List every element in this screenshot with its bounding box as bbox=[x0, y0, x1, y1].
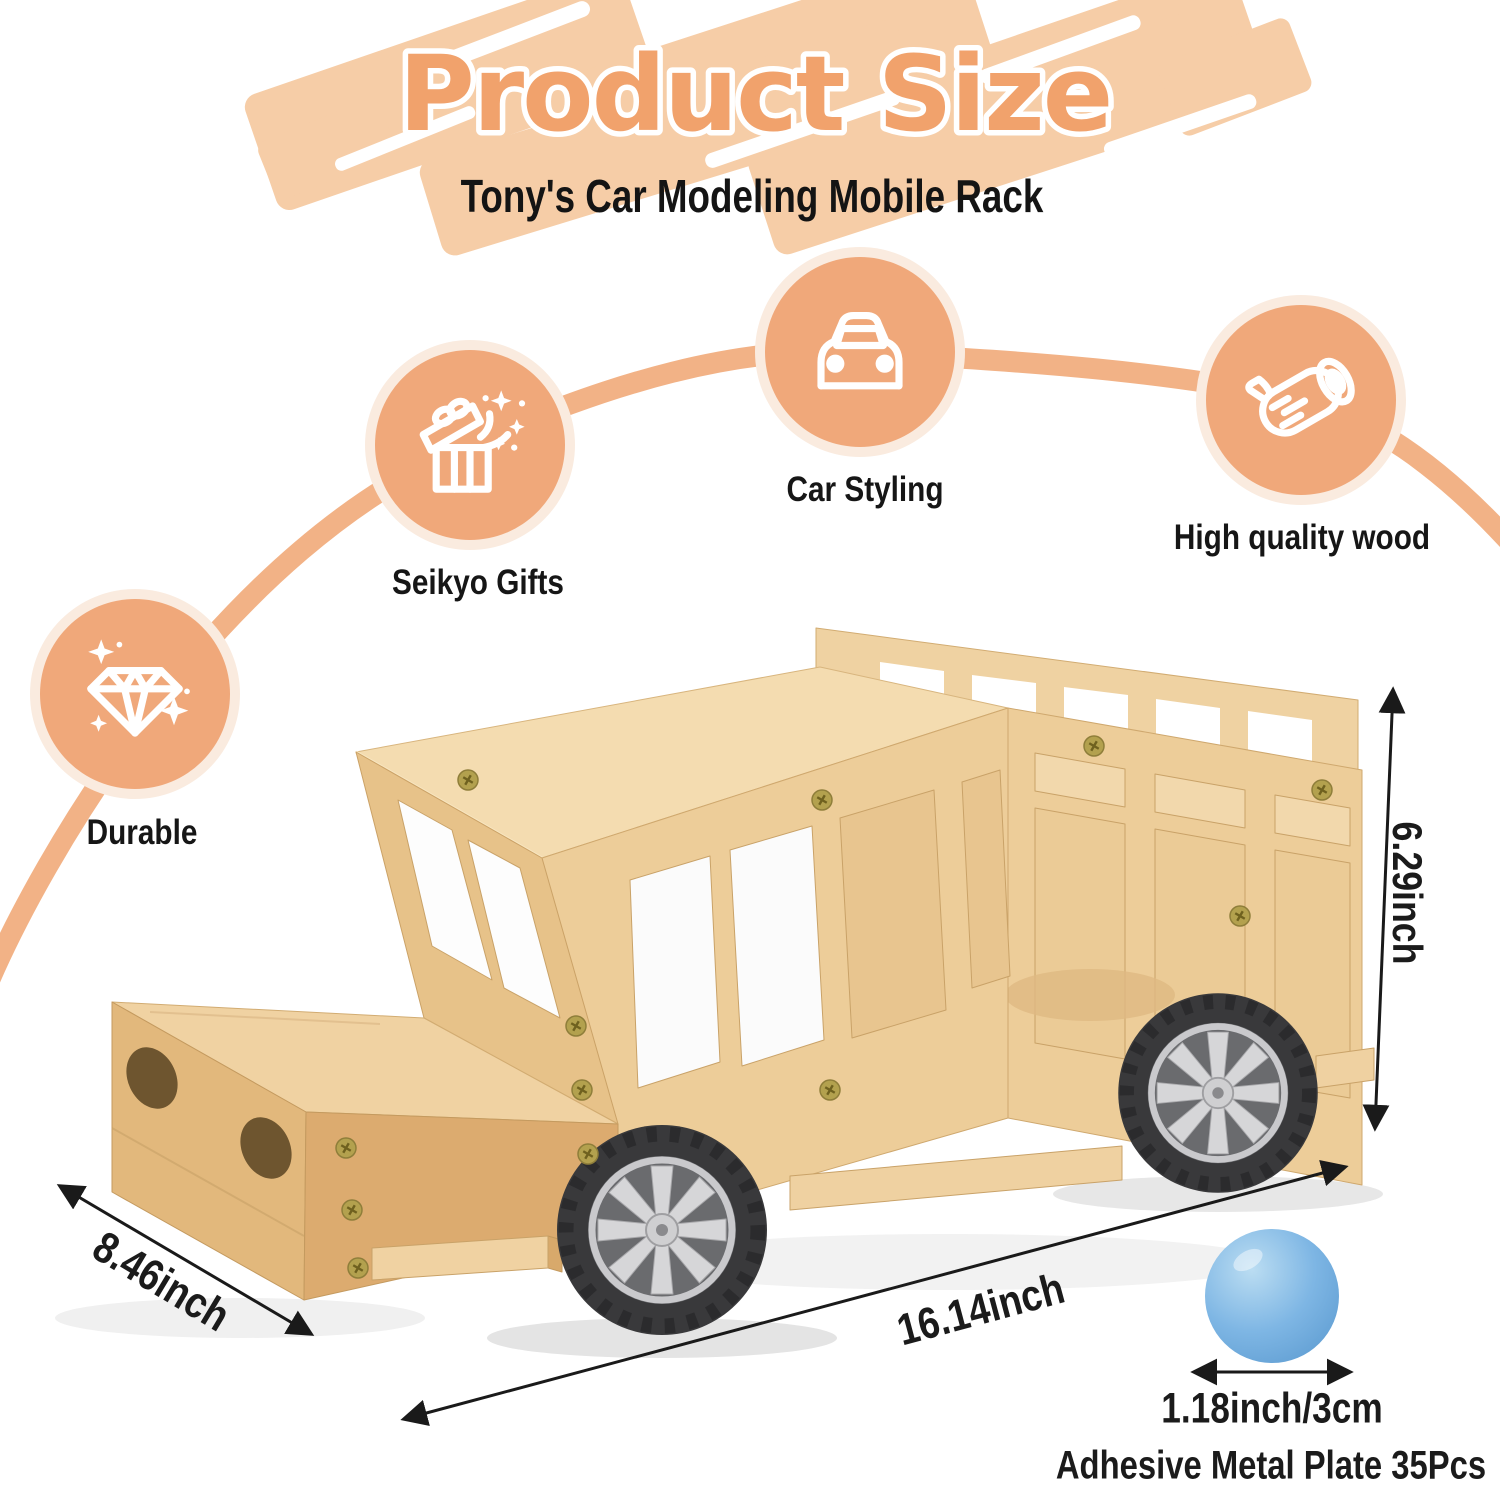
feature-label-high-quality-wood: High quality wood bbox=[1173, 518, 1431, 557]
feature-circle-durable bbox=[40, 599, 230, 789]
hood-hole bbox=[126, 1047, 178, 1109]
height-dimension-arrow bbox=[1362, 686, 1406, 1132]
rear-wheel bbox=[1118, 993, 1318, 1193]
title-brush-stroke bbox=[244, 0, 1312, 256]
hood-hole bbox=[240, 1117, 292, 1179]
plate-count-label: Adhesive Metal Plate 35Pcs bbox=[1055, 1443, 1487, 1488]
feature-label-car-styling: Car Styling bbox=[786, 470, 944, 509]
metal-plate-ball bbox=[1205, 1229, 1339, 1363]
feature-circle-car-styling bbox=[765, 257, 955, 447]
ball-diameter-label: 1.18inch/3cm bbox=[1161, 1384, 1383, 1433]
feature-circle-seikyo-gifts bbox=[375, 350, 565, 540]
wood-log-icon bbox=[1245, 357, 1355, 437]
wooden-car-photo bbox=[111, 627, 1375, 1335]
diamond-icon bbox=[87, 639, 190, 737]
length-dimension-arrow bbox=[400, 1159, 1349, 1427]
feature-label-seikyo-gifts: Seikyo Gifts bbox=[392, 563, 564, 602]
gift-box-icon bbox=[419, 390, 526, 493]
feature-label-durable: Durable bbox=[86, 813, 198, 852]
depth-dimension-arrow bbox=[56, 1184, 315, 1336]
height-dimension-label: 6.29inch bbox=[1384, 821, 1431, 965]
page-subtitle: Tony's Car Modeling Mobile Rack bbox=[460, 170, 1044, 222]
page-title: Product Size bbox=[399, 33, 1112, 155]
car-icon bbox=[817, 312, 903, 390]
feature-circle-high-quality-wood bbox=[1206, 305, 1396, 495]
